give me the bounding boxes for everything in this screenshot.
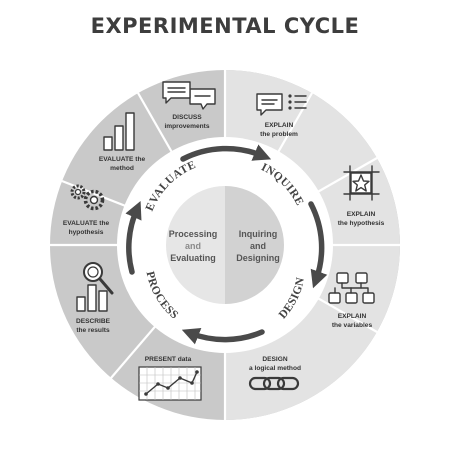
explain-variables-label-2: the variables <box>332 322 373 329</box>
discuss-label-1: DISCUSS <box>172 114 202 121</box>
design-method-label-2: a logical method <box>249 365 301 372</box>
center-right-line2: and <box>250 241 266 251</box>
center-left-line2: and <box>185 241 201 251</box>
bar-chart-icon <box>103 112 135 151</box>
center-right-text: Inquiring and Designing <box>236 229 280 263</box>
magnifier-bars-icon <box>76 262 114 312</box>
describe-results-label-2: the results <box>76 327 110 334</box>
page-title: EXPERIMENTAL CYCLE <box>90 14 360 38</box>
evaluate-hypothesis-label-1: EVALUATE the <box>63 220 110 227</box>
evaluate-method-label-2: method <box>110 165 134 172</box>
cycle-arrows <box>125 144 328 345</box>
evaluate-method-label-1: EVALUATE the <box>99 156 146 163</box>
center-left-line1: Processing <box>169 229 218 239</box>
evaluate-hypothesis-label-2: hypothesis <box>69 229 104 236</box>
center-left-text: Processing and Evaluating <box>169 229 218 263</box>
center-left-half <box>166 186 225 304</box>
explain-hypothesis-label-2: the hypothesis <box>338 220 385 227</box>
hierarchy-icon <box>328 272 375 304</box>
star-grid-icon <box>343 165 380 201</box>
arrow-left <box>125 200 142 275</box>
describe-results-label-1: DESCRIBE <box>76 318 111 325</box>
line-chart-icon <box>138 366 202 401</box>
center-right-line3: Designing <box>236 253 280 263</box>
arrow-top <box>180 144 272 162</box>
explain-problem-label-1: EXPLAIN <box>265 122 294 129</box>
arrow-bottom <box>181 328 265 345</box>
center-right-line1: Inquiring <box>239 229 278 239</box>
center-left-line3: Evaluating <box>170 253 216 263</box>
message-list-icon <box>256 93 307 116</box>
explain-problem-label-2: the problem <box>260 131 298 138</box>
speech-bubbles-icon <box>162 81 216 110</box>
chain-icon <box>248 376 300 391</box>
arrow-right <box>308 201 328 289</box>
explain-variables-label-1: EXPLAIN <box>338 313 367 320</box>
center-right-half <box>225 186 284 304</box>
explain-hypothesis-label-1: EXPLAIN <box>347 211 376 218</box>
present-data-label: PRESENT data <box>145 356 192 363</box>
discuss-label-2: improvements <box>164 123 209 130</box>
design-method-label-1: DESIGN <box>262 356 288 363</box>
gears-icon <box>70 184 105 211</box>
